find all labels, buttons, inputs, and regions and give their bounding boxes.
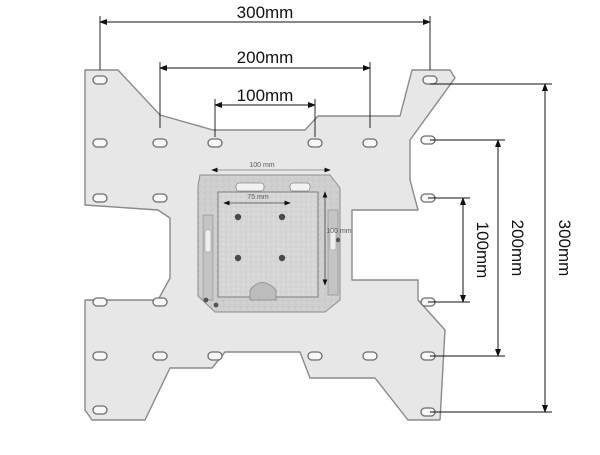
dim-100-vertical-label: 100mm xyxy=(473,222,492,279)
dim-200-vertical-label: 200mm xyxy=(508,220,527,277)
dim-100-horizontal-label: 100mm xyxy=(237,86,294,105)
bracket-hole xyxy=(234,213,242,221)
bracket-left-rail xyxy=(202,214,214,301)
bracket-hole xyxy=(234,254,242,262)
dim-200-horizontal-label: 200mm xyxy=(237,48,294,67)
bracket-hole xyxy=(278,213,286,221)
mounting-slot xyxy=(152,193,168,203)
dim-300-vertical-label: 300mm xyxy=(555,220,574,277)
mounting-slot xyxy=(152,297,168,307)
bracket-inner-width-label: 75 mm xyxy=(247,194,269,201)
mounting-slot xyxy=(152,351,168,361)
bracket-hole xyxy=(213,302,219,308)
mounting-slots xyxy=(92,75,438,417)
center-bracket: 100 mm 75 mm 100 mm xyxy=(197,162,352,313)
bracket-lock-tab xyxy=(249,282,277,301)
dimension-lines: 300mm 200mm 100mm 100mm 200mm 300mm xyxy=(99,3,574,413)
bracket-side-slot xyxy=(204,229,212,253)
mounting-slot xyxy=(92,138,108,148)
mounting-slot xyxy=(362,351,378,361)
mounting-slot xyxy=(362,138,378,148)
mounting-slot xyxy=(422,75,438,85)
bracket-inner-height-label: 100 mm xyxy=(326,228,351,235)
mounting-slot xyxy=(92,351,108,361)
mounting-slot xyxy=(307,351,323,361)
mounting-slot xyxy=(207,351,223,361)
bracket-inner-plate xyxy=(217,191,319,298)
dim-300-horizontal-label: 300mm xyxy=(237,3,294,22)
bracket-slot-top-right xyxy=(289,182,311,192)
mounting-slot xyxy=(152,138,168,148)
bracket-hole xyxy=(335,237,341,243)
mounting-slot xyxy=(92,75,108,85)
mounting-slot xyxy=(92,297,108,307)
mounting-slot xyxy=(207,138,223,148)
bracket-hole xyxy=(203,297,209,303)
bracket-right-rail xyxy=(327,209,339,296)
bracket-top-width-label: 100 mm xyxy=(249,162,274,169)
mounting-slot xyxy=(92,193,108,203)
bracket-hole xyxy=(278,254,286,262)
bracket-slot-top xyxy=(235,182,265,192)
bracket-side-slot xyxy=(329,227,337,251)
mounting-slot xyxy=(307,138,323,148)
mounting-slot xyxy=(92,405,108,415)
